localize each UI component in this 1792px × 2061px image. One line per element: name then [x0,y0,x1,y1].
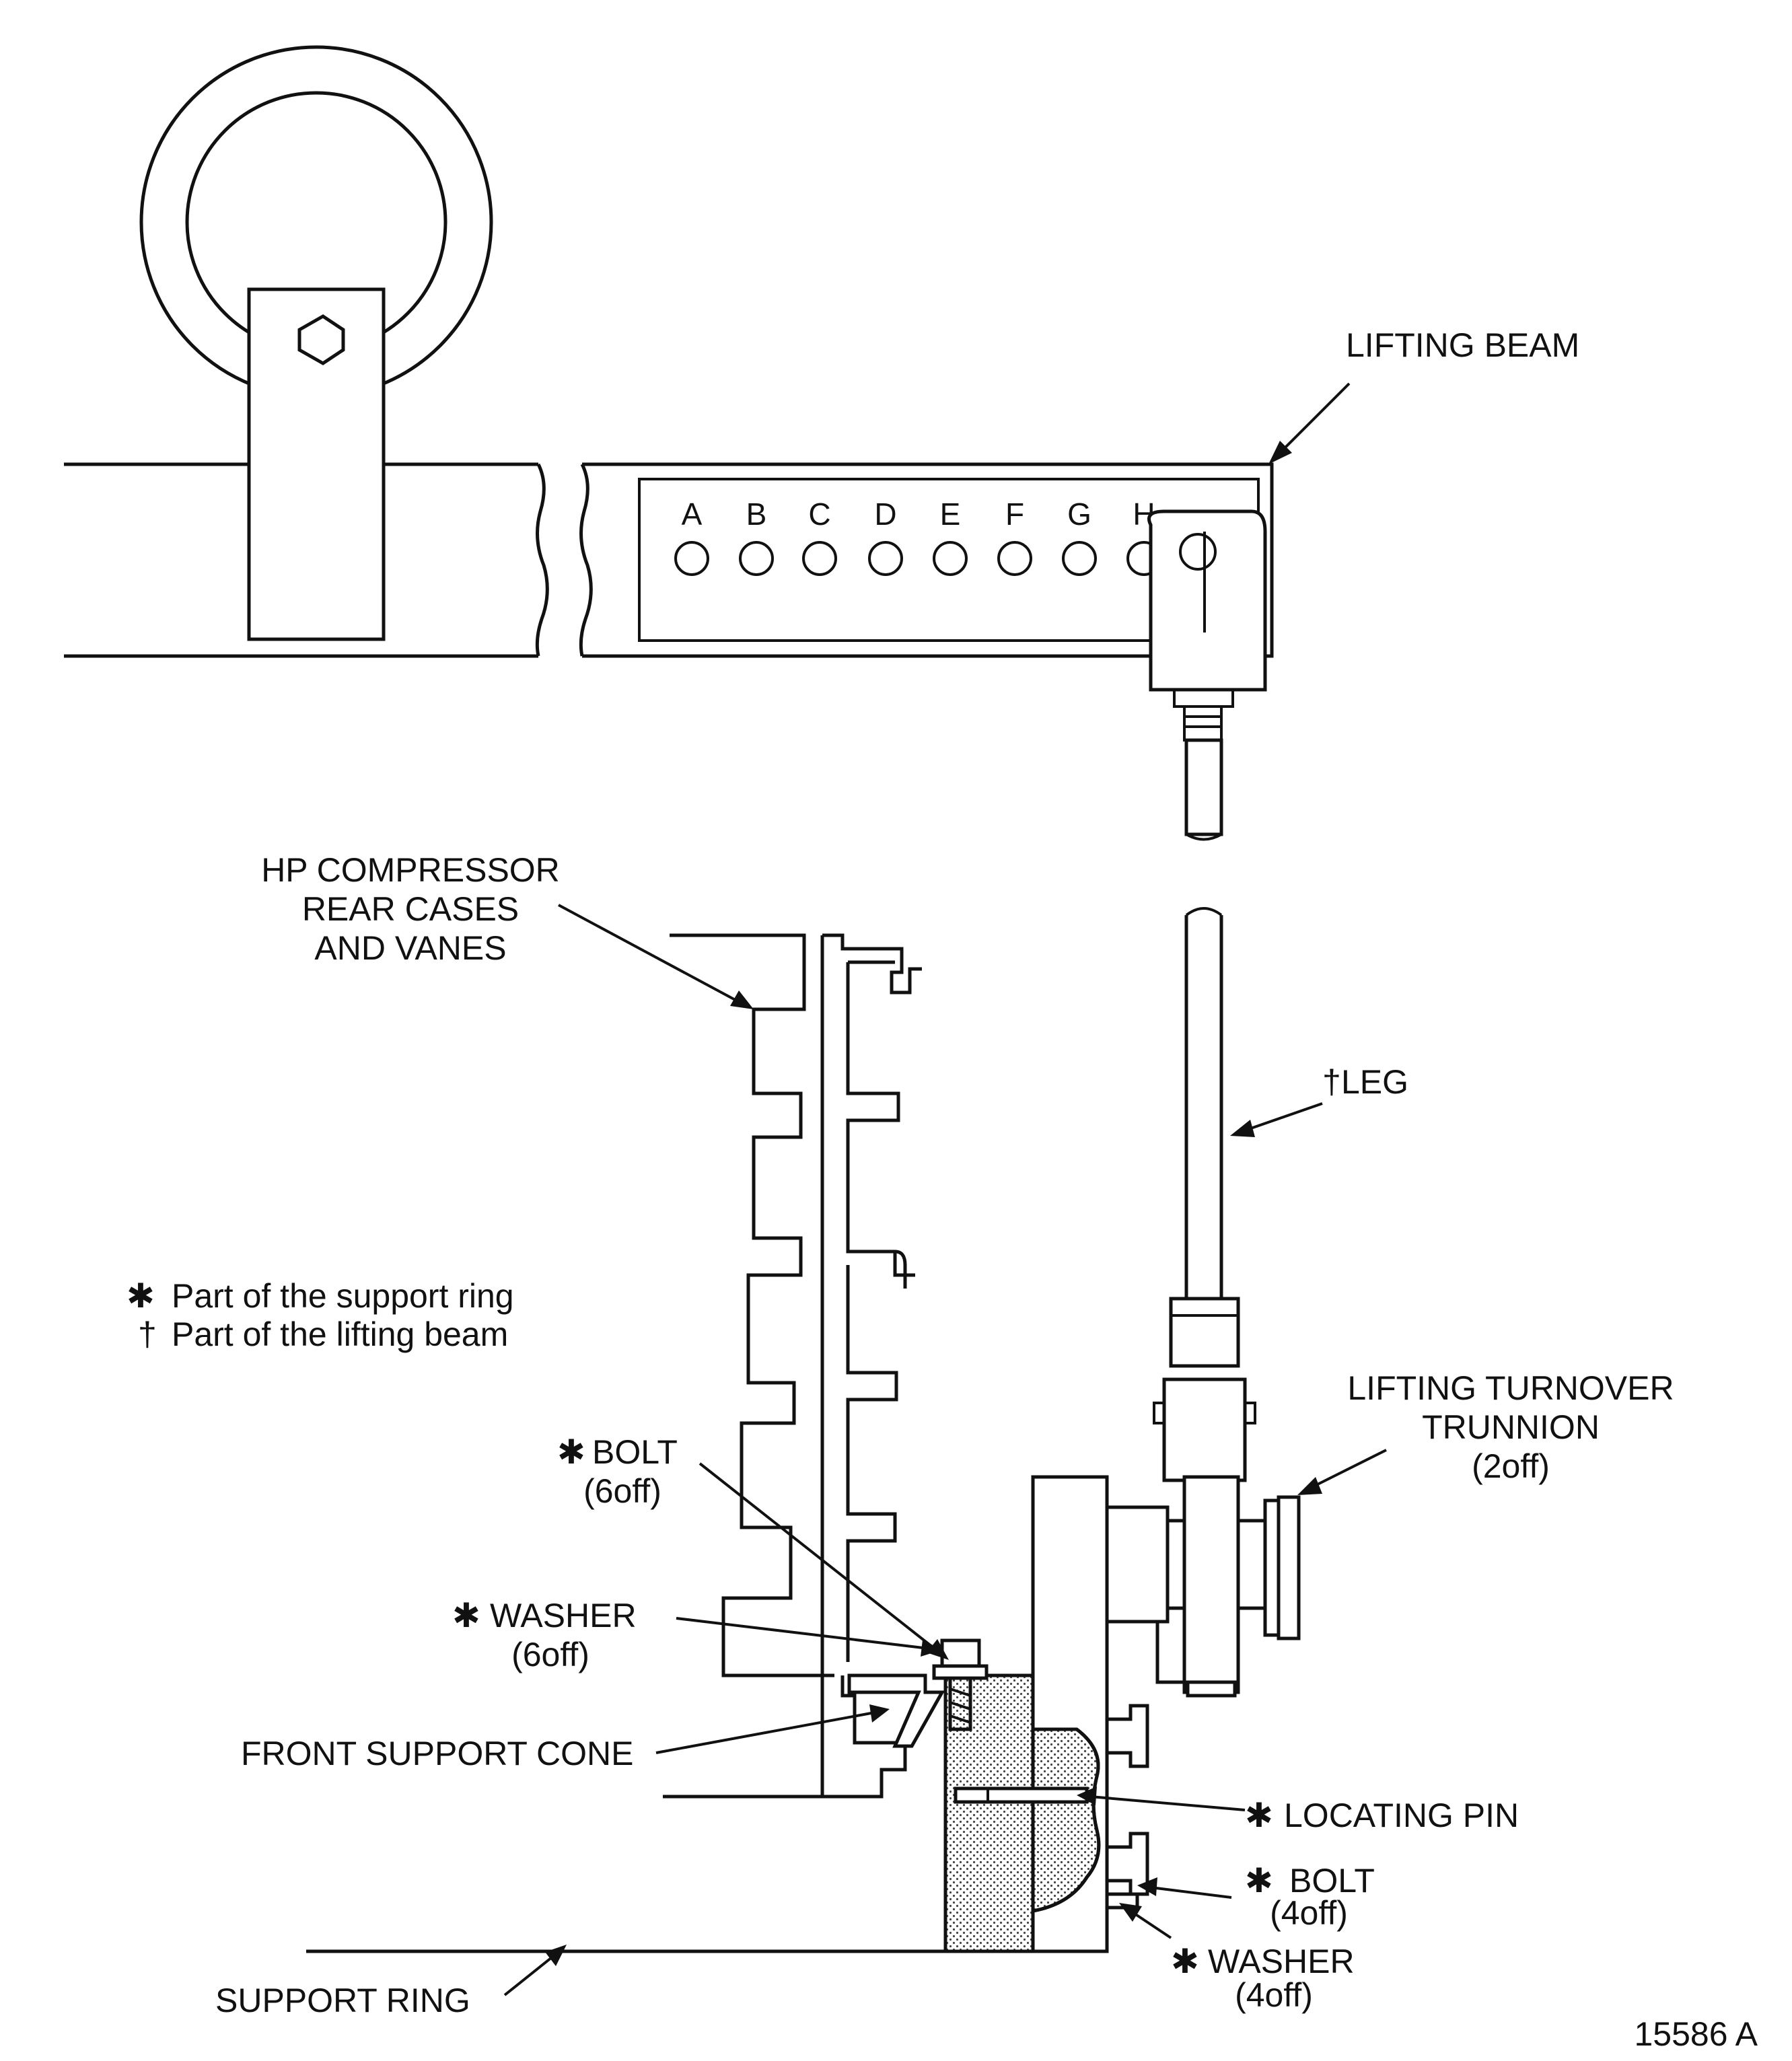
beam-adjustment-holes: A B C D E F G H [674,497,1161,576]
hp-compressor-line-2: REAR CASES [302,890,519,928]
support-ring-mark: ✱ [452,1597,480,1634]
trunnion-label: LIFTING TURNOVER TRUNNION (2off) [1347,1369,1674,1485]
hole-c [802,541,837,576]
hole-label-f: F [1005,497,1024,532]
hole-label-g: G [1067,497,1091,532]
legend: ✱ Part of the support ring † Part of the… [127,1277,514,1353]
front-support-cone-label: FRONT SUPPORT CONE [241,1735,633,1772]
lifting-beam-mark: † [138,1315,157,1353]
bolt-6off-label: ✱ BOLT (6off) [557,1433,678,1510]
front-support-cone [847,1673,945,1748]
washer-4off [1105,1892,1139,1910]
hole-b [739,541,774,576]
leg [1153,907,1256,1482]
hp-compressor-rear-cases [663,933,922,1799]
support-ring-mark: ✱ [1245,1797,1273,1834]
bolt-4off [1105,1704,1149,1910]
support-ring-mark: ✱ [1245,1862,1273,1900]
leg-label-text: LEG [1341,1063,1408,1101]
support-ring-mark: ✱ [557,1433,585,1471]
bolt-6off-line-1: BOLT [592,1433,678,1471]
leg-label: † LEG [1322,1063,1408,1101]
hole-label-b: B [746,497,767,532]
hp-compressor-line-3: AND VANES [314,929,506,967]
hole-label-c: C [808,497,830,532]
locating-pin-text: LOCATING PIN [1284,1797,1519,1834]
washer-6off-line-2: (6off) [511,1636,589,1673]
support-ring-label: SUPPORT RING [215,1982,470,2019]
lifting-turnover-trunnion [1105,1475,1301,1698]
hp-compressor-line-1: HP COMPRESSOR [261,851,560,889]
figure-number: 15586 A [1634,2015,1758,2053]
locating-pin [954,1786,1089,1804]
support-ring-mark: ✱ [1171,1943,1199,1980]
washer-6off-label: ✱ WASHER (6off) [452,1597,637,1673]
hex-nut-icon [297,314,345,365]
leg-clevis [1147,509,1267,841]
leader-lines [503,382,1387,1996]
lifting-eye [139,45,493,641]
legend-support-ring: Part of the support ring [172,1277,514,1315]
hole-a [674,541,709,576]
bolt-4off-label: ✱ BOLT (4off) [1245,1862,1375,1932]
washer-4off-line-2: (4off) [1235,1976,1313,2014]
trunnion-line-1: LIFTING TURNOVER [1347,1369,1674,1407]
trunnion-line-3: (2off) [1472,1447,1550,1485]
hole-label-d: D [874,497,896,532]
hole-label-a: A [682,497,703,532]
washer-4off-line-1: WASHER [1208,1943,1355,1980]
lifting-beam-label: LIFTING BEAM [1346,326,1579,364]
legend-lifting-beam: Part of the lifting beam [172,1315,508,1353]
washer-4off-label: ✱ WASHER (4off) [1171,1943,1355,2014]
support-ring-mark: ✱ [127,1277,155,1315]
support-ring [306,1475,1109,1953]
lifting-beam [64,45,1274,658]
lifting-beam-mark: † [1322,1063,1341,1101]
trunnion-line-2: TRUNNION [1422,1408,1600,1446]
hole-g [1062,541,1097,576]
bolt-4off-line-2: (4off) [1270,1894,1348,1932]
locating-pin-label: ✱ LOCATING PIN [1245,1797,1519,1834]
washer-6off-line-1: WASHER [490,1597,637,1634]
hole-d [868,541,903,576]
hole-f [997,541,1032,576]
hp-compressor-label: HP COMPRESSOR REAR CASES AND VANES [261,851,560,967]
bolt-6off [932,1638,989,1731]
bolt-4off-line-1: BOLT [1289,1862,1375,1900]
bolt-6off-line-2: (6off) [583,1472,661,1510]
hole-label-e: E [940,497,961,532]
hole-e [933,541,968,576]
